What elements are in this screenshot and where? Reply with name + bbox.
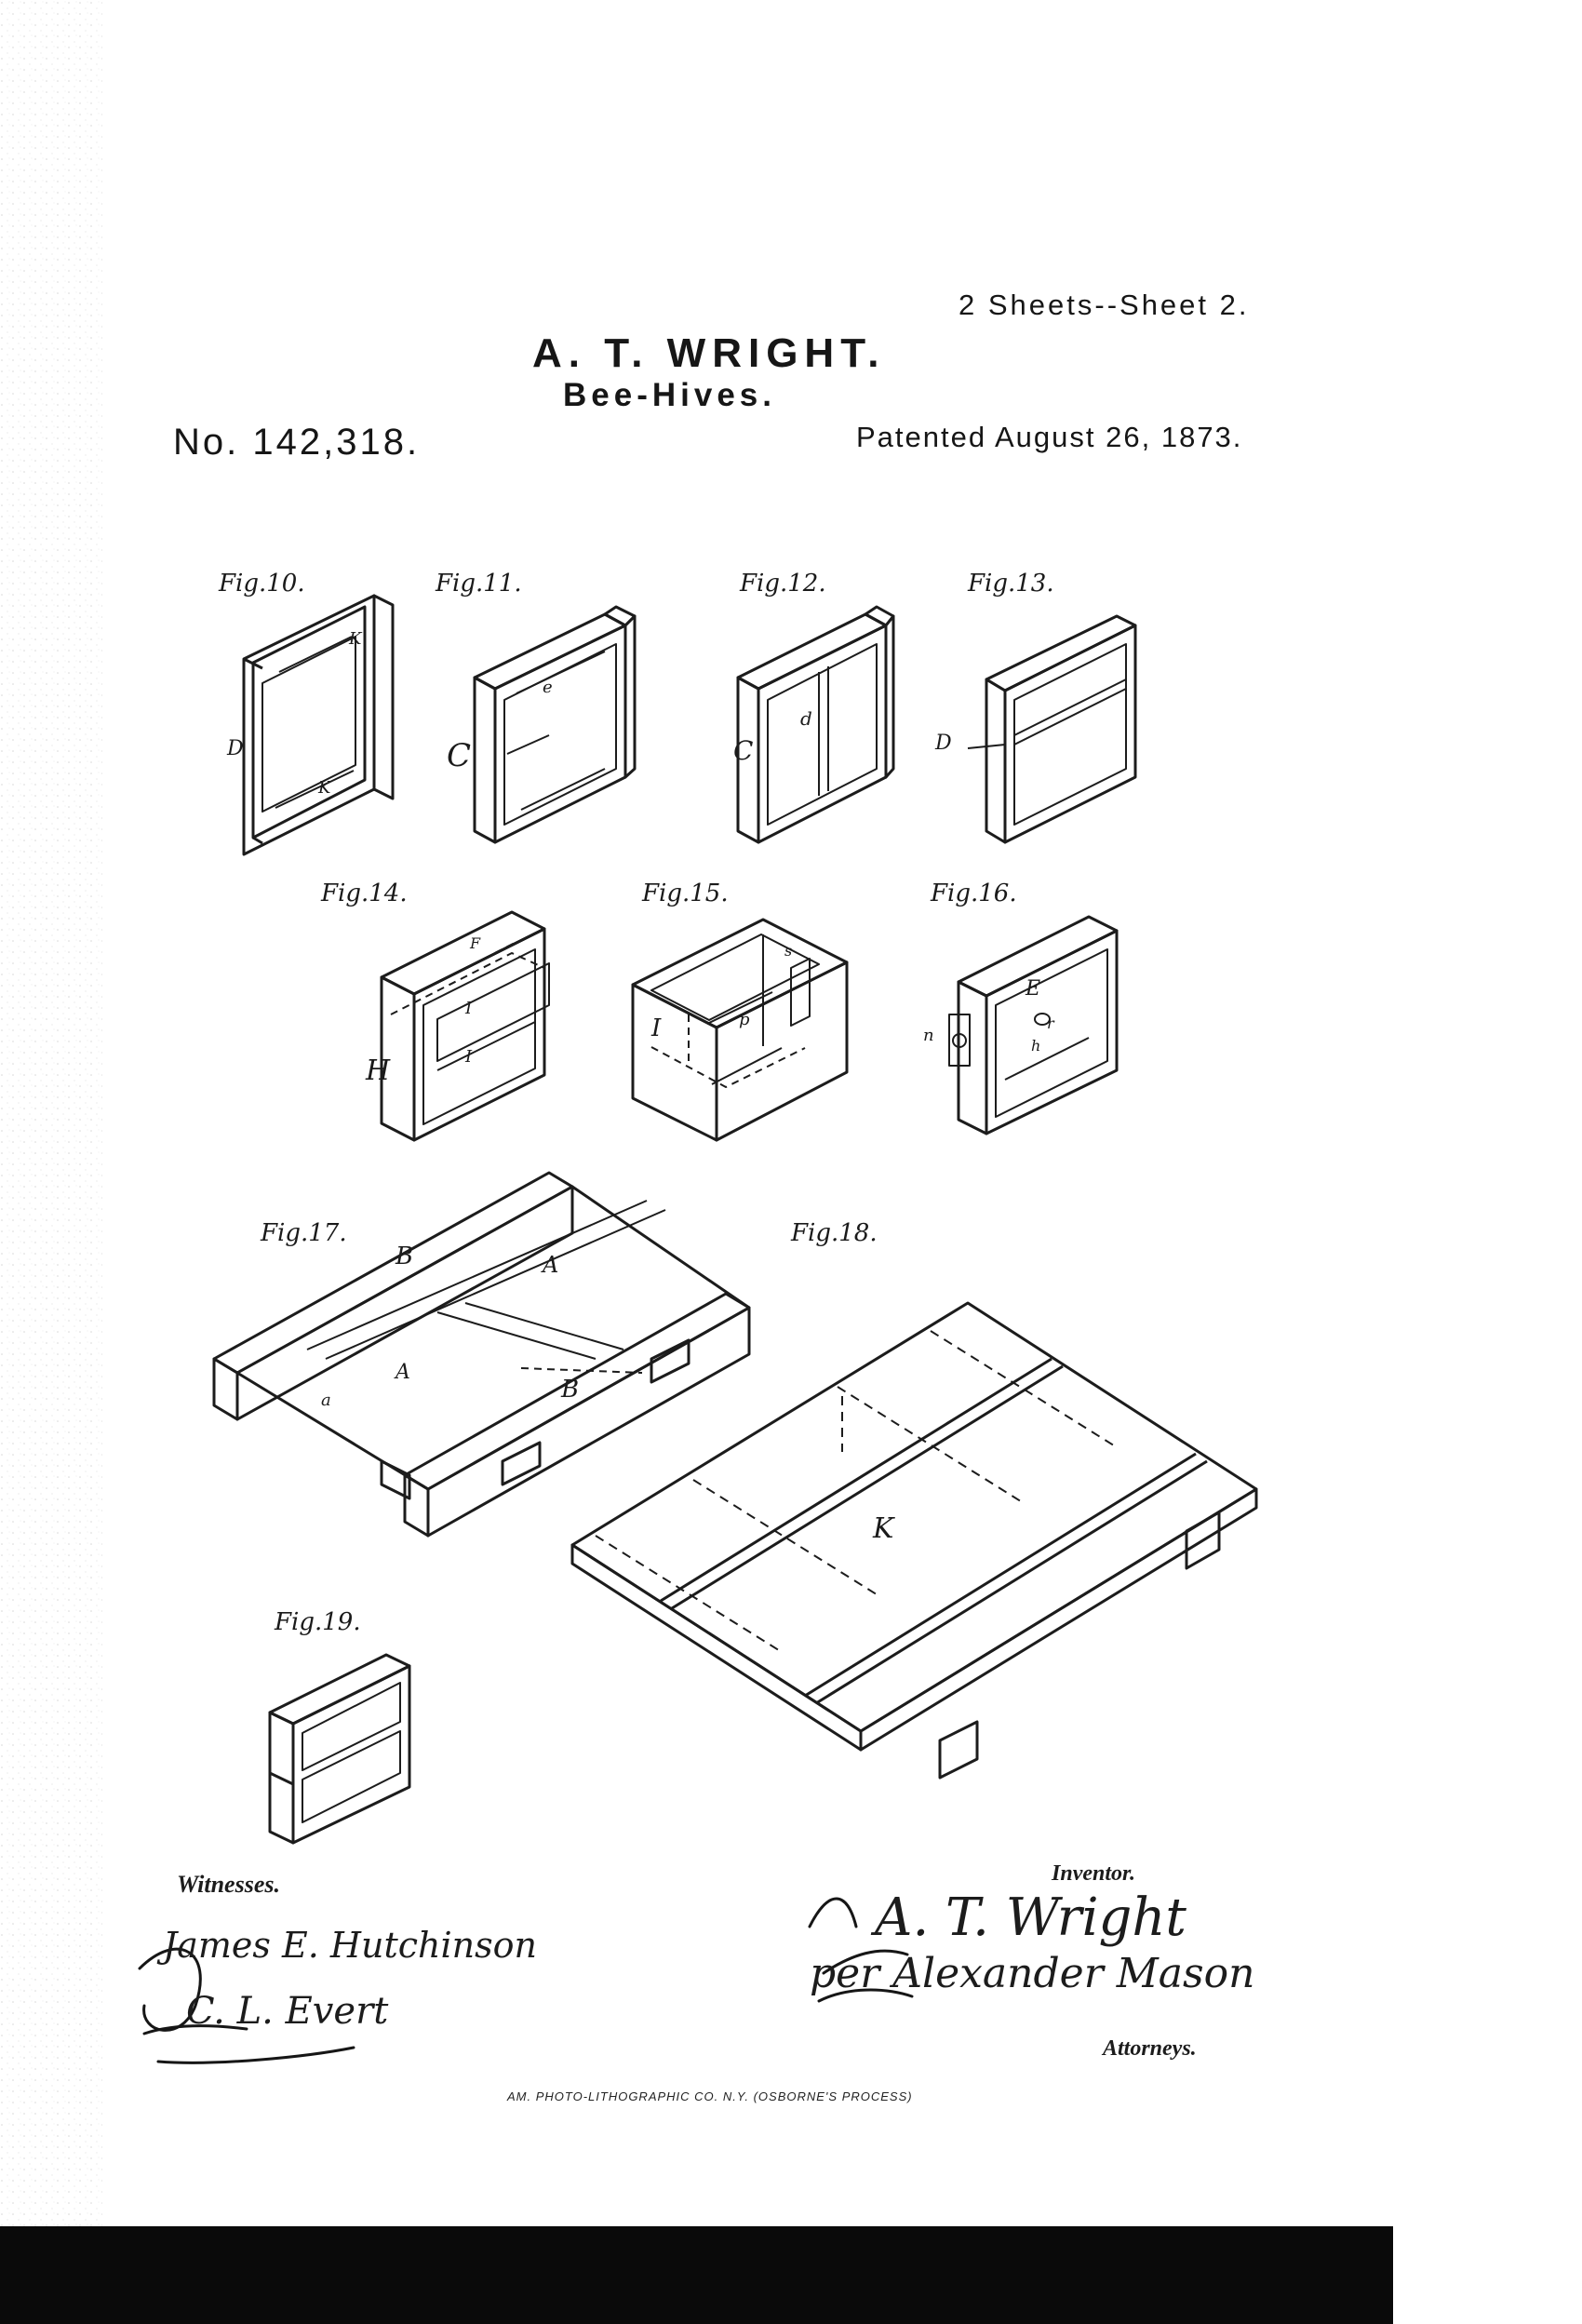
fig19-drawing xyxy=(268,1653,411,1845)
fig15-letter-i: I xyxy=(651,1014,662,1042)
fig16-drawing xyxy=(948,915,1119,1135)
fig18-label: Fig.18. xyxy=(791,1219,878,1247)
fig18-letter-k: K xyxy=(873,1512,894,1545)
signature-strokes xyxy=(138,1897,914,2064)
fig10-drawing xyxy=(242,594,395,856)
patent-title: Bee-Hives. xyxy=(563,377,776,413)
patent-date: Patented August 26, 1873. xyxy=(856,421,1243,453)
fig16-letter-n: n xyxy=(923,1026,934,1045)
fig14-drawing xyxy=(380,910,550,1142)
fig10-label: Fig.10. xyxy=(219,570,305,598)
fig11-letter-c: C xyxy=(447,737,472,774)
left-edge-noise xyxy=(0,0,102,2324)
attorney-signature: per Alexander Mason xyxy=(810,1950,1255,1997)
fig17-letter-a-small: a xyxy=(321,1390,331,1410)
fig11-letter-e: e xyxy=(543,678,553,697)
fig17-letter-b-bottom: B xyxy=(561,1376,580,1404)
fig13-label: Fig.13. xyxy=(968,570,1054,598)
fig11-drawing xyxy=(473,605,637,844)
fig14-label: Fig.14. xyxy=(321,880,408,907)
fig16-letter-h: h xyxy=(1031,1037,1041,1055)
fig13-drawing xyxy=(967,614,1137,844)
fig14-letter-i-bottom: I xyxy=(465,1047,473,1067)
fig16-label: Fig.16. xyxy=(931,880,1017,907)
fig10-letter-d: D xyxy=(227,737,244,760)
fig14-letter-i-top: I xyxy=(465,999,473,1018)
fig17-label: Fig.17. xyxy=(261,1219,347,1247)
fig16-letter-e: E xyxy=(1026,977,1041,1001)
printer-imprint: AM. PHOTO-LITHOGRAPHIC CO. N.Y. (OSBORNE… xyxy=(507,2089,913,2103)
fig12-letter-d: d xyxy=(800,707,812,730)
sheet-info: 2 Sheets--Sheet 2. xyxy=(959,289,1250,321)
fig17-drawing xyxy=(212,1171,751,1538)
fig12-label: Fig.12. xyxy=(740,570,826,598)
fig15-drawing xyxy=(631,918,849,1142)
fig15-label: Fig.15. xyxy=(642,880,729,907)
fig15-letter-s: s xyxy=(784,942,793,960)
fig17-letter-a-center: A xyxy=(396,1361,410,1384)
witness-1-signature: James E. Hutchinson xyxy=(163,1925,538,1966)
witness-2-signature: C. L. Evert xyxy=(186,1990,389,2033)
witnesses-label: Witnesses. xyxy=(177,1871,280,1898)
fig12-drawing xyxy=(736,605,895,844)
fig16-letter-r: r xyxy=(1047,1014,1054,1032)
fig13-letter-d: D xyxy=(935,732,952,755)
inventor-name: A. T. WRIGHT. xyxy=(532,330,886,376)
inventor-label: Inventor. xyxy=(1052,1861,1136,1886)
fig19-label: Fig.19. xyxy=(275,1608,361,1636)
attorneys-label: Attorneys. xyxy=(1103,2036,1197,2061)
fig18-drawing xyxy=(570,1301,1258,1780)
fig14-letter-f: F xyxy=(470,934,481,952)
scan-bottom-band xyxy=(0,2226,1393,2324)
patent-number: No. 142,318. xyxy=(173,422,421,463)
fig11-label: Fig.11. xyxy=(436,570,522,598)
inventor-signature: A. T. Wright xyxy=(875,1887,1186,1948)
fig14-letter-h: H xyxy=(366,1055,391,1087)
fig15-letter-p: p xyxy=(739,1010,750,1029)
